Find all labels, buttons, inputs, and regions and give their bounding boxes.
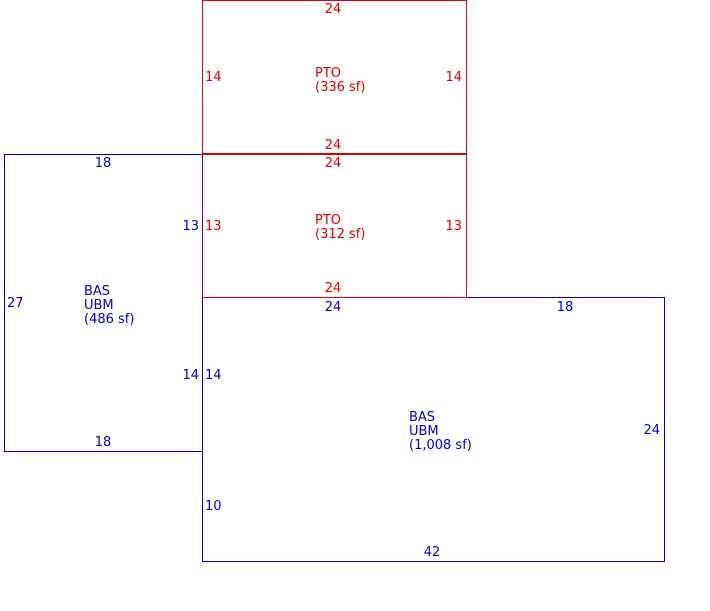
- bas-main-label-code: BAS: [409, 410, 435, 425]
- pto-top-label-code: PTO: [315, 66, 341, 81]
- bas-main-dim-top-left: 24: [325, 300, 342, 315]
- pto-top-dim-bottom: 24: [325, 138, 342, 153]
- bas-left-dim-bottom: 18: [95, 435, 112, 450]
- area-pto-top: 24 14 14 24 PTO (336 sf): [202, 0, 467, 154]
- bas-left-dim-left: 27: [7, 296, 24, 311]
- bas-main-dim-bottom: 42: [424, 545, 441, 560]
- bas-left-label-sub: UBM: [84, 298, 114, 313]
- pto-mid-label-area: (312 sf): [315, 227, 365, 242]
- bas-left-outline: [4, 154, 203, 452]
- pto-mid-dim-left: 13: [205, 219, 222, 234]
- pto-top-outline: [202, 0, 467, 154]
- pto-mid-label-code: PTO: [315, 213, 341, 228]
- pto-mid-dim-top: 24: [325, 156, 342, 171]
- bas-main-dim-left-lower: 10: [205, 499, 222, 514]
- pto-mid-dim-right: 13: [445, 219, 462, 234]
- pto-top-dim-top: 24: [325, 2, 342, 17]
- bas-left-dim-right-lower: 14: [182, 368, 199, 383]
- area-bas-main: 24 18 14 10 24 42 BAS UBM (1,008 sf): [202, 297, 665, 562]
- bas-left-label-area: (486 sf): [84, 312, 134, 327]
- bas-main-dim-left-upper: 14: [205, 368, 222, 383]
- pto-top-dim-left: 14: [205, 70, 222, 85]
- bas-left-dim-right-upper: 13: [182, 219, 199, 234]
- area-bas-left: 18 27 13 14 18 BAS UBM (486 sf): [4, 154, 203, 452]
- bas-main-dim-right: 24: [643, 423, 660, 438]
- bas-left-label-code: BAS: [84, 284, 110, 299]
- pto-top-label-area: (336 sf): [315, 80, 365, 95]
- pto-top-dim-right: 14: [445, 70, 462, 85]
- bas-main-label-area: (1,008 sf): [409, 438, 472, 453]
- bas-left-dim-top: 18: [95, 156, 112, 171]
- bas-main-dim-top-right: 18: [557, 300, 574, 315]
- pto-mid-dim-bottom: 24: [325, 281, 342, 296]
- bas-main-label-sub: UBM: [409, 424, 439, 439]
- area-pto-mid: 24 13 13 24 PTO (312 sf): [202, 154, 467, 298]
